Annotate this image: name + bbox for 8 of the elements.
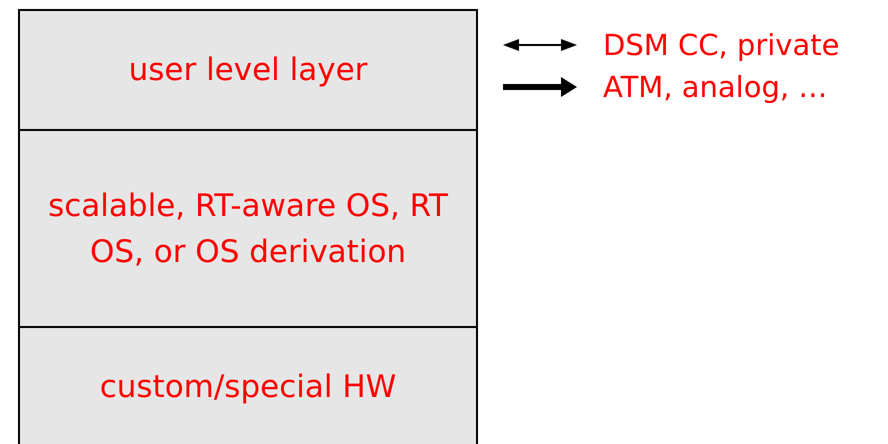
layer-box <box>18 129 478 328</box>
layer-label: custom/special HW <box>100 368 396 407</box>
layer-box <box>18 9 478 131</box>
legend-label: DSM CC, private <box>603 28 840 62</box>
layer-label: scalable, RT-aware OS, RT OS, or OS derivation <box>47 186 449 272</box>
legend-label: ATM, analog, … <box>603 70 828 104</box>
layer-box <box>18 326 478 444</box>
layer-label: user level layer <box>128 51 368 90</box>
